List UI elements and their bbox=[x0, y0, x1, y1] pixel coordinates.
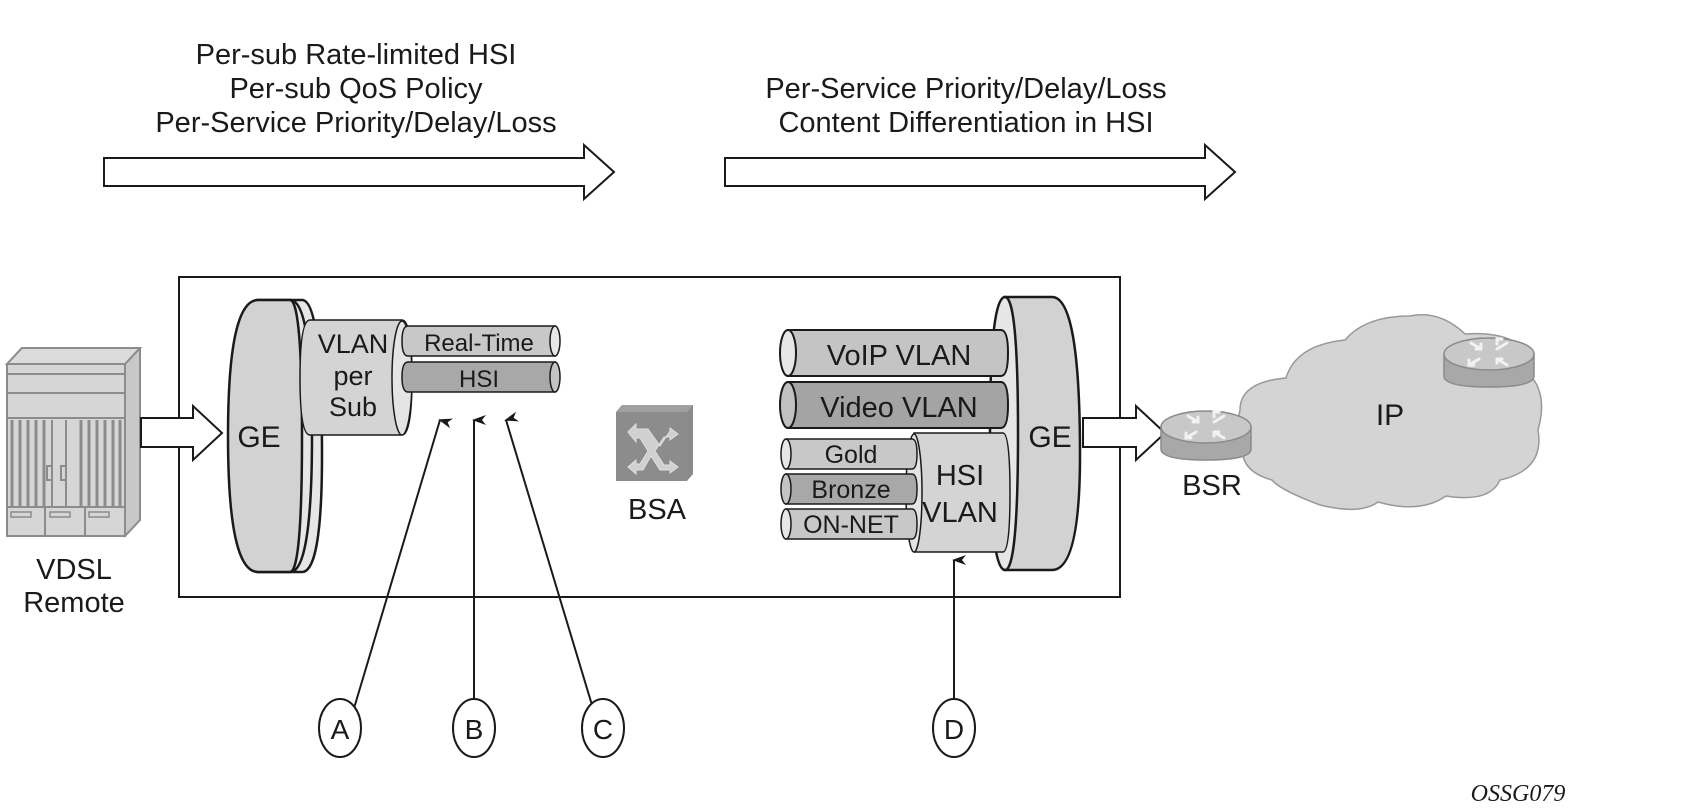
hsi-vlan-line-2: VLAN bbox=[922, 497, 998, 529]
callout-d: D bbox=[932, 698, 976, 758]
left-banner-line-3: Per-Service Priority/Delay/Loss bbox=[155, 107, 556, 139]
left-banner-line-2: Per-sub QoS Policy bbox=[229, 73, 483, 105]
egress-ge-label: GE bbox=[1028, 421, 1071, 454]
hsi-queue-label: HSI bbox=[459, 366, 499, 393]
vlan-per-sub-line-1: VLAN bbox=[318, 329, 389, 359]
video-vlan-label: Video VLAN bbox=[820, 392, 977, 424]
left-banner: Per-sub Rate-limited HSI Per-sub QoS Pol… bbox=[103, 39, 616, 202]
callout-b-label: B bbox=[465, 714, 484, 745]
ingress-ge-label: GE bbox=[237, 421, 280, 454]
vdsl-label-line-2: Remote bbox=[23, 587, 125, 619]
callout-c: C bbox=[581, 698, 625, 758]
vdsl-label-line-1: VDSL bbox=[36, 554, 112, 586]
ip-cloud-label: IP bbox=[1376, 399, 1404, 432]
bsr-label: BSR bbox=[1182, 470, 1242, 502]
callout-b: B bbox=[452, 698, 496, 758]
bronze-queue-label: Bronze bbox=[811, 476, 890, 504]
vlan-per-sub-line-3: Sub bbox=[329, 392, 377, 422]
on-net-queue-label: ON-NET bbox=[803, 511, 899, 539]
ge-to-bsr-arrow bbox=[1082, 403, 1167, 463]
vlan-per-sub-line-2: per bbox=[333, 361, 372, 391]
callout-c-pointer bbox=[504, 411, 596, 716]
hsi-vlan-line-1: HSI bbox=[936, 460, 984, 492]
video-vlan-cylinder bbox=[779, 381, 1010, 429]
gold-queue-label: Gold bbox=[825, 441, 878, 469]
callout-a-pointer bbox=[351, 418, 453, 716]
right-banner: Per-Service Priority/Delay/Loss Content … bbox=[724, 73, 1237, 202]
figure-id: OSSG079 bbox=[1471, 781, 1566, 807]
vdsl-remote-icon bbox=[4, 347, 143, 538]
hsi-queue bbox=[401, 361, 561, 393]
callout-c-label: C bbox=[593, 714, 613, 745]
callout-a: A bbox=[318, 698, 362, 758]
on-net-queue bbox=[780, 508, 918, 540]
hsi-vlan-cylinder bbox=[905, 432, 1011, 553]
bronze-queue bbox=[780, 473, 918, 505]
right-banner-line-1: Per-Service Priority/Delay/Loss bbox=[765, 73, 1166, 105]
gold-queue bbox=[780, 438, 918, 470]
callout-d-label: D bbox=[944, 714, 964, 745]
bsr-router-icon bbox=[1160, 410, 1252, 461]
realtime-queue-label: Real-Time bbox=[424, 330, 534, 357]
right-direction-arrow bbox=[724, 142, 1237, 202]
core-router-icon bbox=[1443, 337, 1535, 388]
vdsl-to-ge-arrow bbox=[140, 403, 224, 463]
callout-a-label: A bbox=[331, 714, 350, 745]
voip-vlan-label: VoIP VLAN bbox=[827, 340, 972, 372]
bsa-label: BSA bbox=[628, 494, 687, 526]
bsa-switch-icon bbox=[616, 405, 693, 481]
voip-vlan-cylinder bbox=[779, 329, 1010, 377]
left-direction-arrow bbox=[103, 142, 616, 202]
right-banner-line-2: Content Differentiation in HSI bbox=[778, 107, 1153, 139]
left-banner-line-1: Per-sub Rate-limited HSI bbox=[196, 39, 517, 71]
realtime-queue bbox=[401, 325, 561, 357]
